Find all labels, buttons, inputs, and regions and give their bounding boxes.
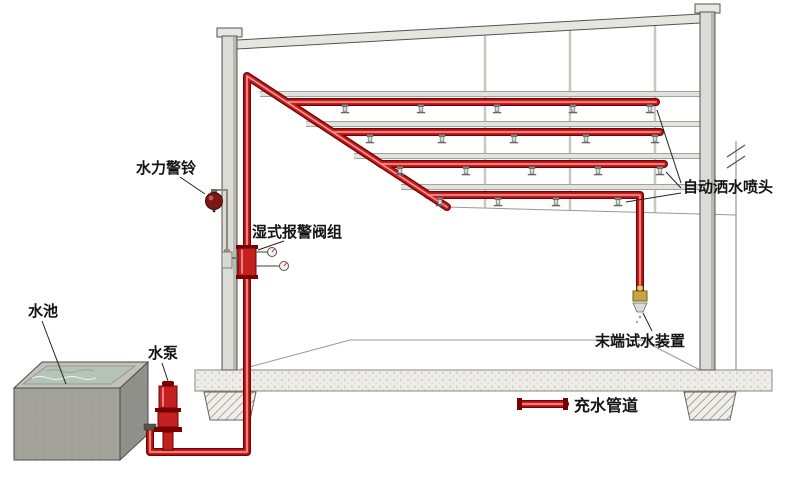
- sprinkler-head-icon: [593, 165, 603, 176]
- leader-pool: [41, 320, 67, 385]
- gauge-needle: [271, 248, 275, 253]
- tank-texture: [14, 388, 120, 460]
- joist: [354, 152, 700, 160]
- delay-chamber-cap: [224, 249, 230, 252]
- test-valve-handle: [636, 284, 644, 292]
- frame-structure: [216, 3, 746, 371]
- sprinkler-head-icon: [655, 165, 665, 176]
- sprinkler-head-icon: [340, 103, 350, 114]
- bell-clapper: [212, 209, 216, 213]
- alarm-bell-icon: [205, 192, 223, 210]
- wall-top-edge: [446, 206, 737, 216]
- label-pool: 水池: [28, 302, 58, 320]
- valve-top-flange: [236, 245, 258, 249]
- leader-sprinkler-3: [625, 192, 682, 203]
- leader-wet-valve: [257, 240, 285, 251]
- sprinkler-head-icon: [493, 196, 503, 207]
- water-tank: [12, 360, 150, 462]
- test-drain-funnel: [632, 302, 648, 313]
- joist: [401, 183, 700, 191]
- pump-casing: [157, 411, 179, 428]
- sprinkler-head-icon: [551, 196, 561, 207]
- pump-stub: [162, 431, 174, 451]
- water-pump: [154, 381, 182, 451]
- sprinkler-head-icon: [509, 133, 519, 144]
- alarm-trim-pipe: [214, 189, 228, 250]
- ceiling-joists: [260, 90, 700, 191]
- pump-base: [154, 427, 182, 432]
- sprinkler-head-icon: [437, 133, 447, 144]
- leader-end-test: [642, 312, 653, 332]
- joist: [260, 90, 700, 98]
- alarm-bell-assembly: [205, 189, 228, 250]
- water-drop-icon: [638, 315, 642, 319]
- valve-body: [237, 247, 257, 277]
- label-alarm-bell: 水力警铃: [136, 159, 197, 177]
- gauge-needle: [283, 262, 287, 267]
- break-mark-icon: [726, 155, 746, 169]
- sprinkler-head-icon: [365, 133, 375, 144]
- leader-lines: [41, 109, 682, 385]
- sprinkler-head-icon: [613, 196, 623, 207]
- test-valve-body: [632, 290, 648, 302]
- legend: [517, 398, 569, 410]
- sprinkler-head-icon: [461, 165, 471, 176]
- branch-pipes-shine: [286, 101, 665, 293]
- right-column: [694, 3, 721, 371]
- main-riser-pipe-shine: [149, 75, 448, 453]
- water-drop-icon: [635, 320, 639, 324]
- leader-sprinkler-2: [665, 171, 682, 189]
- break-mark-icon: [726, 144, 746, 158]
- sprinkler-head-icon: [527, 165, 537, 176]
- label-end-test: 末端试水装置: [595, 332, 685, 350]
- bell-highlight: [208, 195, 214, 201]
- labels: 水力警铃 湿式报警阀组 自动洒水喷头 水池 水泵 末端试水装置 充水管道: [28, 159, 773, 415]
- sprinkler-head-icon: [650, 133, 660, 144]
- floor-perimeter: [237, 339, 701, 371]
- tank-texture: [120, 362, 148, 460]
- joist: [306, 120, 700, 128]
- sprinkler-head-icon: [416, 103, 426, 114]
- label-sprinklers: 自动洒水喷头: [683, 178, 773, 196]
- sprinkler-head-icon: [581, 133, 591, 144]
- wet-alarm-valve-assembly: [221, 245, 289, 279]
- delay-chamber: [221, 251, 233, 269]
- pump-motor: [158, 385, 178, 409]
- top-beam: [236, 13, 701, 50]
- legend-pipe-swatch: [517, 398, 569, 410]
- pump-flange: [155, 408, 181, 412]
- left-column: [216, 27, 243, 371]
- branch-pipes-body: [284, 99, 667, 295]
- leader-alarm-bell: [179, 176, 206, 195]
- right-footing: [683, 391, 737, 421]
- bell-bracket: [211, 189, 217, 193]
- water-ripple: [45, 369, 95, 373]
- end-test-device: [632, 284, 648, 324]
- label-legend-pipe: 充水管道: [574, 396, 638, 415]
- pipe-network: [143, 72, 668, 456]
- sprinkler-head-icon: [492, 103, 502, 114]
- label-wet-valve: 湿式报警阀组: [252, 223, 342, 241]
- leader-sprinkler-1: [656, 109, 682, 184]
- ground: [194, 339, 773, 421]
- pump-cap: [162, 381, 174, 386]
- floor-texture: [195, 370, 772, 391]
- valve-bottom-flange: [236, 275, 258, 279]
- label-pump: 水泵: [148, 344, 178, 362]
- leader-pump: [161, 362, 169, 382]
- sprinkler-head-icon: [645, 103, 655, 114]
